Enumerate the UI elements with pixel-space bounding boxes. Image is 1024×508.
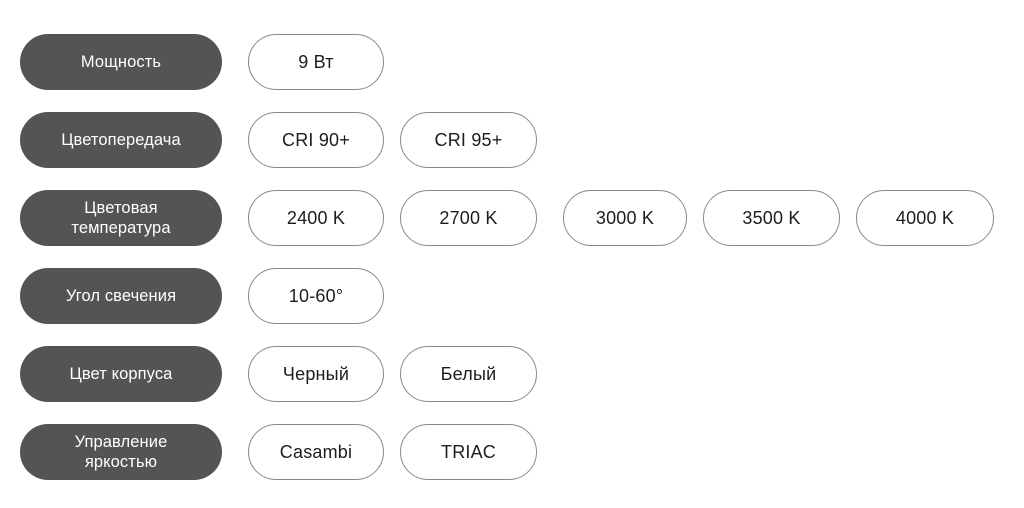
spec-row-color-temperature: Цветовая температура 2400 K 2700 K 3000 … (20, 190, 1024, 246)
spec-label-color-rendering: Цветопередача (20, 112, 222, 168)
value-pill-cri-95[interactable]: CRI 95+ (400, 112, 537, 168)
value-pill-housing-white[interactable]: Белый (400, 346, 537, 402)
spec-label-color-temperature: Цветовая температура (20, 190, 222, 246)
value-pill-2400k[interactable]: 2400 K (248, 190, 384, 246)
spec-label-text: Цветовая температура (71, 199, 171, 237)
spec-row-housing-color: Цвет корпуса Черный Белый (20, 346, 1024, 402)
spec-values-color-temperature: 2400 K 2700 K 3000 K 3500 K 4000 K (248, 190, 1010, 246)
value-pill-3000k[interactable]: 3000 K (563, 190, 687, 246)
spec-values-dimming-control: Casambi TRIAC (248, 424, 537, 480)
spec-values-power: 9 Вт (248, 34, 384, 90)
value-pill-3500k[interactable]: 3500 K (703, 190, 840, 246)
spec-values-housing-color: Черный Белый (248, 346, 537, 402)
spec-row-beam-angle: Угол свечения 10-60° (20, 268, 1024, 324)
spec-label-beam-angle: Угол свечения (20, 268, 222, 324)
spec-values-color-rendering: CRI 90+ CRI 95+ (248, 112, 537, 168)
value-pill-casambi[interactable]: Casambi (248, 424, 384, 480)
spec-label-dimming-control: Управление яркостью (20, 424, 222, 480)
value-pill-cri-90[interactable]: CRI 90+ (248, 112, 384, 168)
spec-label-text: Угол свечения (65, 287, 177, 305)
spec-row-power: Мощность 9 Вт (20, 34, 1024, 90)
value-pill-4000k[interactable]: 4000 K (856, 190, 994, 246)
spec-values-beam-angle: 10-60° (248, 268, 384, 324)
value-pill-power-9w[interactable]: 9 Вт (248, 34, 384, 90)
value-pill-housing-black[interactable]: Черный (248, 346, 384, 402)
value-pill-beam-10-60[interactable]: 10-60° (248, 268, 384, 324)
spec-label-text: Цветопередача (61, 131, 181, 149)
spec-row-color-rendering: Цветопередача CRI 90+ CRI 95+ (20, 112, 1024, 168)
spec-label-power: Мощность (20, 34, 222, 90)
spec-label-text: Цвет корпуса (69, 365, 173, 383)
spec-label-housing-color: Цвет корпуса (20, 346, 222, 402)
spec-label-text: Мощность (80, 53, 162, 71)
spec-row-dimming-control: Управление яркостью Casambi TRIAC (20, 424, 1024, 480)
value-pill-2700k[interactable]: 2700 K (400, 190, 537, 246)
spec-label-text: Управление яркостью (74, 433, 168, 471)
value-pill-triac[interactable]: TRIAC (400, 424, 537, 480)
